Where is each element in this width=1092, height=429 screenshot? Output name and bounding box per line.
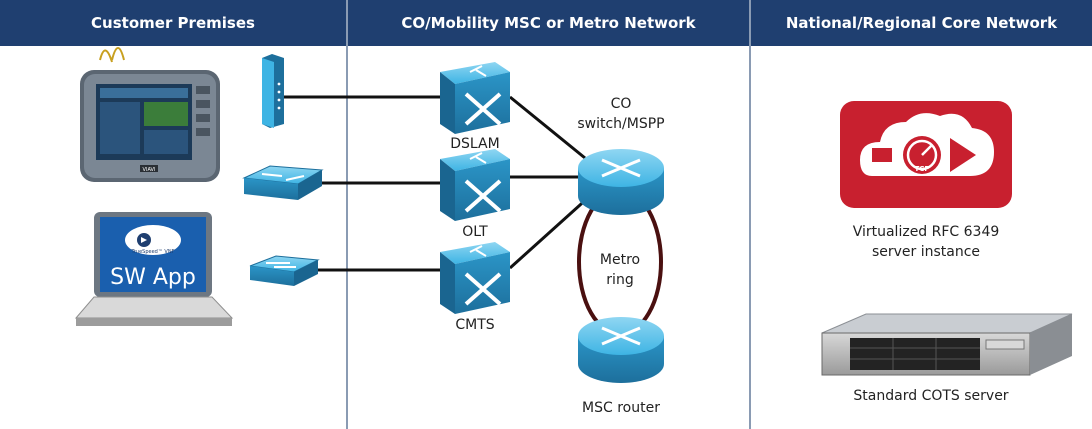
link-cmts-co — [508, 194, 592, 270]
label-co-switch-line2: switch/MSPP — [577, 116, 665, 132]
label-co-switch: CO switch/MSPP — [561, 94, 681, 134]
label-co-switch-line1: CO — [610, 96, 632, 112]
laptop-screen-text: SW App — [110, 265, 196, 290]
handheld-tester-icon: VIAVI — [80, 47, 220, 182]
link-lines — [281, 95, 592, 272]
olt-icon — [440, 149, 510, 221]
label-metro-ring: Metro ring — [580, 250, 660, 290]
router-icon — [249, 255, 320, 286]
co-switch-router-icon — [578, 149, 664, 215]
label-virtualized-line1: Virtualized RFC 6349 — [852, 224, 1000, 240]
label-cmts: CMTS — [455, 317, 495, 333]
label-dslam: DSLAM — [450, 136, 500, 152]
tcp-cloud-icon: TCP — [840, 101, 1012, 208]
cmts-icon — [440, 242, 510, 314]
label-cots-server: Standard COTS server — [853, 388, 1009, 404]
label-metro-ring-line1: Metro — [599, 252, 641, 268]
laptop-badge-text: TrueSpeed™ VNF — [131, 249, 175, 255]
label-virtualized-server: Virtualized RFC 6349 server instance — [811, 222, 1041, 262]
label-msc-router: MSC router — [582, 400, 660, 416]
dslam-icon — [440, 62, 510, 134]
cots-server-icon — [821, 313, 1073, 376]
header-customer-premises: Customer Premises — [0, 0, 346, 46]
label-olt: OLT — [462, 224, 488, 240]
header-metro-network: CO/Mobility MSC or Metro Network — [348, 0, 749, 46]
link-dslam-co — [509, 95, 586, 160]
lan-switch-icon — [242, 165, 324, 200]
dsl-modem-icon — [262, 54, 284, 128]
label-metro-ring-line2: ring — [606, 272, 634, 288]
tester-brand: VIAVI — [143, 167, 156, 173]
label-virtualized-line2: server instance — [871, 244, 981, 260]
laptop-icon: TrueSpeed™ VNF SW App — [74, 212, 234, 326]
msc-router-icon — [578, 317, 664, 383]
header-core-network: National/Regional Core Network — [751, 0, 1092, 46]
tcp-badge: TCP — [914, 165, 929, 173]
